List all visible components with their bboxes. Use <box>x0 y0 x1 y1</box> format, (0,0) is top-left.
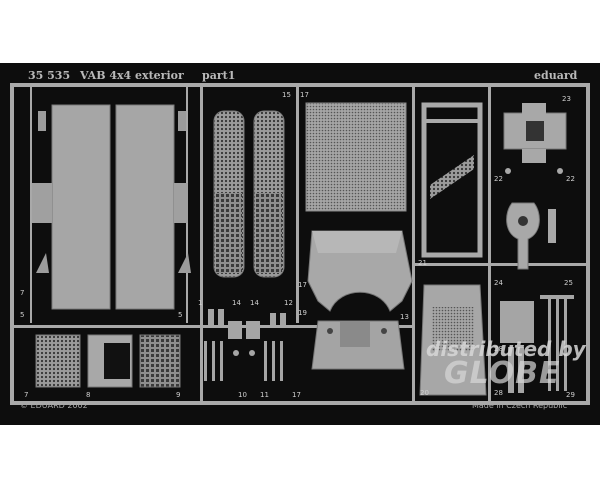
part-number: 29 <box>566 391 575 399</box>
part-number: 22 <box>494 175 503 183</box>
part-number: 19 <box>298 309 307 317</box>
origin-text: Made in Czech Republic <box>472 401 568 410</box>
part-number: 11 <box>260 391 269 399</box>
panel-20 <box>419 284 487 396</box>
part-number: 7 <box>20 289 24 297</box>
part-number: 15 <box>282 91 291 99</box>
watermark-logo: GLOBE <box>444 356 561 391</box>
part-number: 5 <box>20 311 24 319</box>
ladder-frame <box>421 102 483 258</box>
lower-bracket <box>311 320 405 370</box>
part-number: 22 <box>566 175 575 183</box>
part-number: 12 <box>284 299 293 307</box>
lower-plates <box>35 334 181 388</box>
part-number: 1 <box>198 299 202 307</box>
part-number: 10 <box>238 391 247 399</box>
fret-part: part1 <box>202 69 236 82</box>
part-number: 14 <box>232 299 241 307</box>
rods <box>500 295 574 393</box>
mesh-strips <box>213 110 285 278</box>
part-number: 21 <box>418 259 427 267</box>
part-number: 28 <box>494 345 503 353</box>
part-number: 5 <box>178 311 182 319</box>
part-number: 28 <box>494 389 503 397</box>
brand-logo: eduard <box>534 69 578 82</box>
part-number: 13 <box>400 313 409 321</box>
part-number: 14 <box>250 299 259 307</box>
part-number-labels: 7 5 5 15 17 17 19 13 1 14 14 12 7 8 9 10… <box>20 91 575 399</box>
part-number: 25 <box>564 279 573 287</box>
part-number: 20 <box>420 389 429 397</box>
part-number: 17 <box>298 281 307 289</box>
hood-cover <box>307 230 413 312</box>
part-number: 24 <box>494 279 503 287</box>
panel-pair-left <box>32 104 191 310</box>
part-number: 8 <box>86 391 90 399</box>
part-number: 17 <box>292 391 301 399</box>
copyright-text: © EDUARD 2002 <box>20 401 88 410</box>
part-number: 23 <box>562 95 571 103</box>
product-code: 35 535 <box>28 69 71 82</box>
watermark-line1: distributed by <box>426 337 586 361</box>
part-number: 17 <box>300 91 309 99</box>
grille-mesh <box>305 102 407 212</box>
small-fittings <box>204 309 286 381</box>
bracket-23 <box>503 103 567 174</box>
fret-artwork: 7 5 5 15 17 17 19 13 1 14 14 12 7 8 9 10… <box>10 83 590 405</box>
photo-etch-fret: 7 5 5 15 17 17 19 13 1 14 14 12 7 8 9 10… <box>0 63 600 425</box>
fret-title: VAB 4x4 exterior <box>80 69 184 82</box>
part-number: 7 <box>24 391 28 399</box>
part-number: 9 <box>176 391 180 399</box>
hook-24 <box>506 202 556 270</box>
